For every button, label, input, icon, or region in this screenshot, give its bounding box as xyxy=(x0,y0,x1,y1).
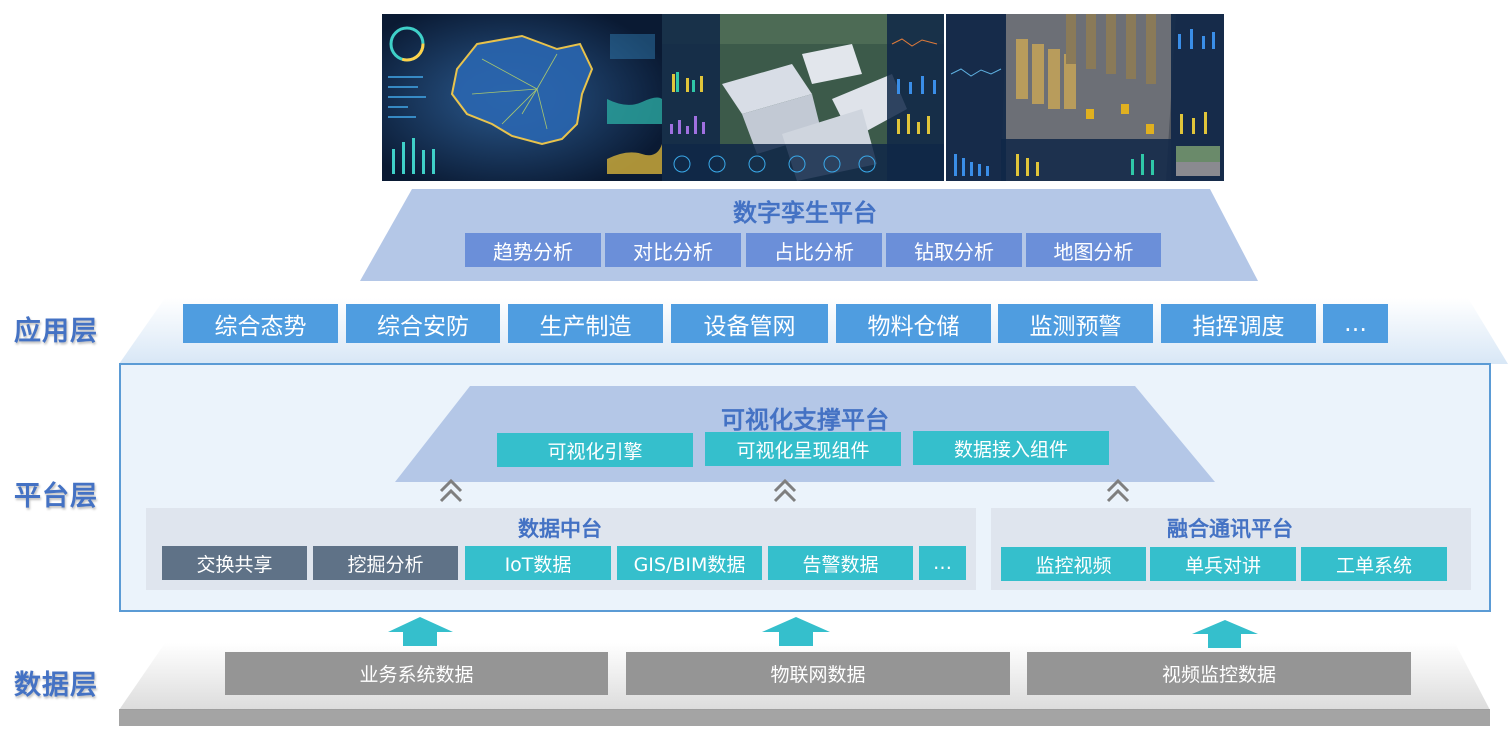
dashboard-screenshot-warehouse xyxy=(946,14,1224,181)
data-middle-item-gis-bim[interactable]: GIS/BIM数据 xyxy=(617,546,762,580)
visual-item-data-access[interactable]: 数据接入组件 xyxy=(913,431,1109,465)
data-item-iot[interactable]: 物联网数据 xyxy=(626,652,1010,695)
twin-platform-title: 数字孪生平台 xyxy=(733,199,877,227)
data-middle-item-more[interactable]: … xyxy=(919,546,966,580)
data-layer-label: 数据层 xyxy=(14,670,98,701)
map-dashboard-image xyxy=(382,14,662,181)
analysis-item-ratio[interactable]: 占比分析 xyxy=(746,233,882,267)
factory-dashboard-image xyxy=(662,14,944,181)
dashboard-screenshot-map xyxy=(382,14,662,181)
comm-platform-title: 融合通讯平台 xyxy=(1167,517,1293,541)
app-item-dispatch[interactable]: 指挥调度 xyxy=(1161,304,1316,343)
warehouse-dashboard-image xyxy=(946,14,1224,181)
analysis-item-compare[interactable]: 对比分析 xyxy=(605,233,741,267)
double-chevron-up-icon xyxy=(1106,478,1130,503)
app-item-warehouse[interactable]: 物料仓储 xyxy=(836,304,991,343)
up-arrow-icon xyxy=(388,617,453,646)
up-arrow-icon xyxy=(1192,620,1258,648)
data-middle-title: 数据中台 xyxy=(518,517,602,541)
data-middle-item-alarm[interactable]: 告警数据 xyxy=(768,546,913,580)
app-item-security[interactable]: 综合安防 xyxy=(346,304,500,343)
visual-item-engine[interactable]: 可视化引擎 xyxy=(497,433,693,467)
comm-item-work-order[interactable]: 工单系统 xyxy=(1301,547,1447,581)
app-item-overview[interactable]: 综合态势 xyxy=(183,304,338,343)
data-item-video[interactable]: 视频监控数据 xyxy=(1027,652,1411,695)
double-chevron-up-icon xyxy=(439,478,463,503)
dashboard-screenshot-factory xyxy=(662,14,944,181)
visual-item-render-components[interactable]: 可视化呈现组件 xyxy=(705,432,901,466)
analysis-item-map[interactable]: 地图分析 xyxy=(1026,233,1161,267)
comm-item-intercom[interactable]: 单兵对讲 xyxy=(1150,547,1296,581)
analysis-item-trend[interactable]: 趋势分析 xyxy=(465,233,601,267)
app-item-monitoring[interactable]: 监测预警 xyxy=(998,304,1153,343)
application-layer-label: 应用层 xyxy=(14,316,98,347)
up-arrow-icon xyxy=(762,617,830,646)
data-middle-item-iot[interactable]: IoT数据 xyxy=(465,546,611,580)
comm-item-video[interactable]: 监控视频 xyxy=(1001,547,1146,581)
visual-platform-title: 可视化支撑平台 xyxy=(721,406,889,434)
app-item-production[interactable]: 生产制造 xyxy=(508,304,663,343)
data-item-business[interactable]: 业务系统数据 xyxy=(225,652,608,695)
platform-layer-label: 平台层 xyxy=(14,481,98,512)
data-middle-item-exchange[interactable]: 交换共享 xyxy=(162,546,307,580)
data-middle-item-mining[interactable]: 挖掘分析 xyxy=(313,546,458,580)
app-item-more[interactable]: … xyxy=(1323,304,1388,343)
double-chevron-up-icon xyxy=(773,478,797,503)
analysis-item-drilldown[interactable]: 钻取分析 xyxy=(886,233,1022,267)
app-item-equipment[interactable]: 设备管网 xyxy=(671,304,828,343)
data-layer-base xyxy=(119,710,1490,726)
